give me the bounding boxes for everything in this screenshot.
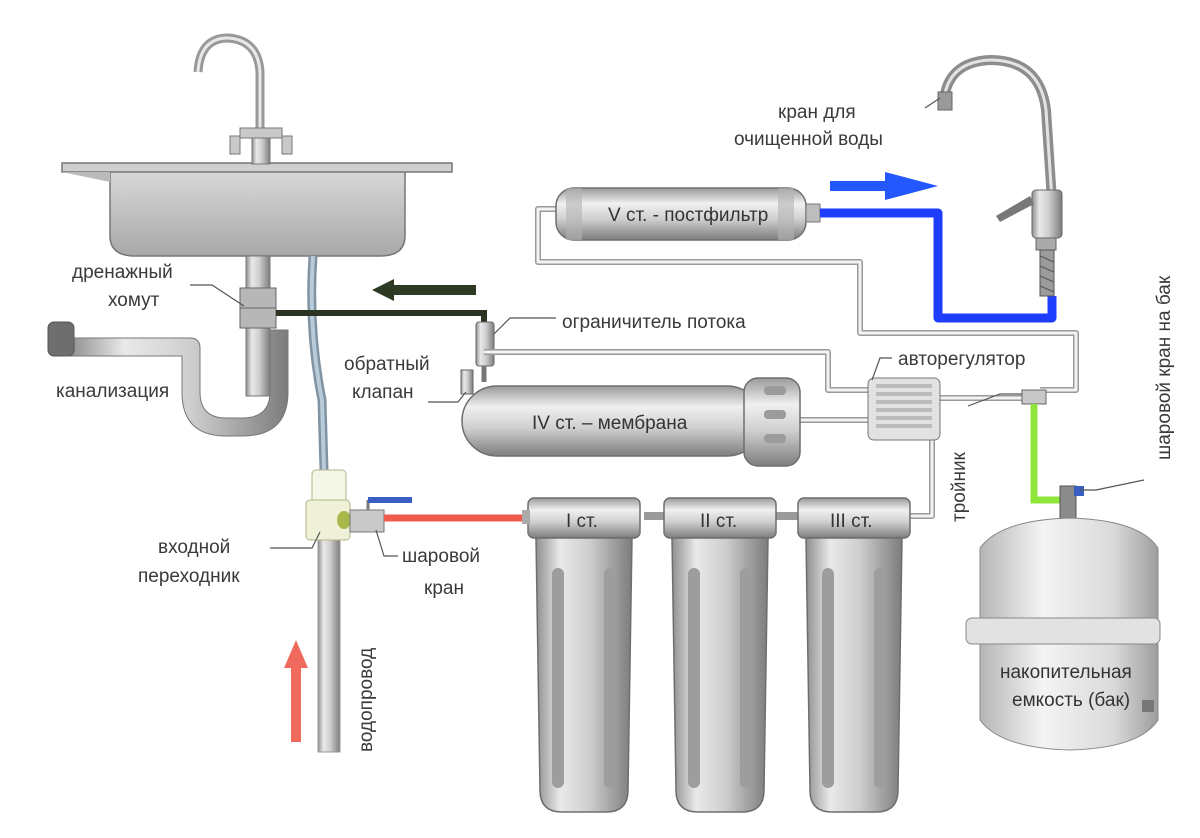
label-check-valve-line2: клапан: [352, 382, 414, 403]
clean-water-arrow: [830, 172, 938, 200]
label-inlet-adapter-line1: входной: [158, 537, 230, 558]
check-valve: [460, 369, 474, 395]
leader-lines: [190, 97, 1145, 557]
label-tee: тройник: [949, 451, 970, 522]
sink-faucet: [193, 33, 293, 165]
water-supply-pipe: [305, 255, 351, 753]
drain-arrow: [372, 279, 476, 301]
label-flow-limiter: ограничитель потока: [562, 312, 746, 333]
clean-water-faucet: [937, 54, 1063, 297]
label-autoregulator: авторегулятор: [898, 349, 1025, 370]
clean-water-line: [820, 208, 1057, 323]
sink: [61, 162, 453, 257]
drain-line: [276, 310, 487, 330]
label-postfilter: V ст. - постфильтр: [608, 205, 768, 226]
label-ball-valve-line2: кран: [424, 578, 464, 599]
label-ball-valve-line1: шаровой: [402, 546, 480, 567]
postfilter: [555, 187, 821, 241]
label-drain-clamp-line2: хомут: [108, 290, 160, 311]
label-tank-line2: емкость (бак): [1012, 690, 1130, 711]
autoregulator: [867, 377, 941, 441]
label-drain-clamp-line1: дренажный: [72, 262, 173, 283]
prefilter-stage-3: [797, 497, 911, 813]
label-stage-2: II ст.: [700, 511, 737, 532]
label-check-valve-line1: обратный: [344, 354, 430, 375]
label-faucet-line2: очищенной воды: [734, 129, 883, 150]
label-tank-valve: шаровой кран на бак: [1154, 275, 1175, 460]
tank-line: [1030, 404, 1060, 504]
storage-tank: [965, 485, 1161, 751]
label-faucet-line1: кран для: [778, 102, 856, 123]
label-stage-1: I ст.: [566, 511, 598, 532]
membrane-housing: [461, 377, 801, 467]
drain-pipe: [47, 255, 289, 437]
ball-valve: [349, 497, 412, 533]
tee-fitting: [1021, 389, 1047, 405]
connection-tubes: [484, 206, 1079, 520]
label-water-supply: водопровод: [356, 648, 377, 752]
prefilter-stage-1: [522, 497, 641, 813]
label-stage-3: III ст.: [830, 511, 873, 532]
label-inlet-adapter-line2: переходник: [138, 566, 240, 587]
prefilter-stage-2: [663, 497, 777, 813]
label-sewer: канализация: [56, 381, 169, 402]
label-tank-line1: накопительная: [1000, 662, 1132, 683]
inlet-arrow: [284, 640, 308, 742]
label-membrane: IV ст. – мембрана: [532, 413, 688, 434]
